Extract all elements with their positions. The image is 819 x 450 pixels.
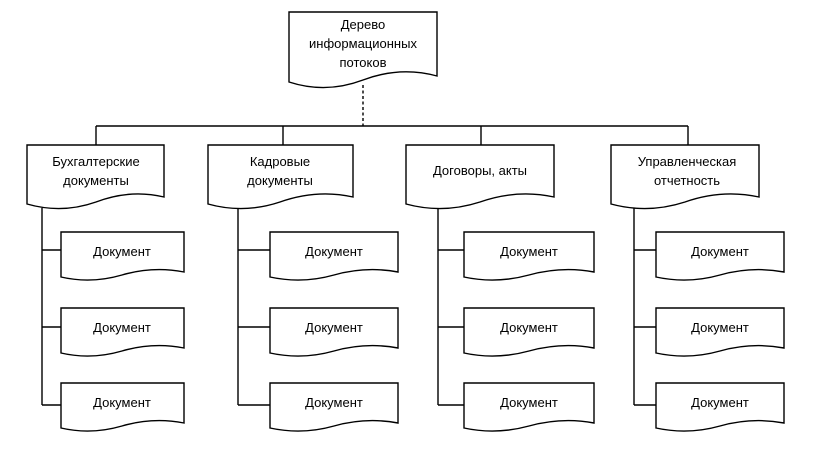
document-node: Документ (60, 382, 185, 432)
document-label: Документ (691, 320, 749, 335)
document-shape (463, 231, 595, 281)
category-1-label-line-1: Бухгалтерские (52, 154, 139, 169)
branch-spine-1 (41, 208, 61, 406)
document-label: Документ (305, 395, 363, 410)
branch-spine-4 (633, 208, 656, 406)
document-label: Документ (305, 320, 363, 335)
document-shape (463, 382, 595, 432)
document-shape (655, 307, 785, 357)
category-shape-2 (207, 144, 354, 210)
root-shape (288, 11, 438, 89)
document-shape (655, 382, 785, 432)
category-1-documents: Документ Документ Документ (60, 231, 185, 432)
document-node: Документ (655, 307, 785, 357)
document-shape (655, 231, 785, 281)
root-label-line-1: Дерево (341, 17, 385, 32)
document-shape (463, 307, 595, 357)
document-node: Документ (269, 231, 399, 281)
category-shape-4 (610, 144, 760, 210)
category-1-label-line-2: документы (63, 173, 129, 188)
document-node: Документ (269, 307, 399, 357)
root-label-line-3: потоков (340, 55, 387, 70)
document-shape (60, 382, 185, 432)
category-2-documents: Документ Документ Документ (269, 231, 399, 432)
document-shape (269, 307, 399, 357)
category-node-1: Бухгалтерские документы (26, 144, 165, 210)
branch-spine-3 (437, 208, 464, 406)
category-node-3: Договоры, акты (405, 144, 555, 210)
document-shape (269, 231, 399, 281)
document-label: Документ (500, 395, 558, 410)
document-node: Документ (60, 307, 185, 357)
document-node: Документ (463, 382, 595, 432)
document-node: Документ (463, 231, 595, 281)
document-shape (60, 231, 185, 281)
document-label: Документ (691, 244, 749, 259)
category-2-label-line-2: документы (247, 173, 313, 188)
category-shape-3 (405, 144, 555, 210)
root-node: Дерево информационных потоков (288, 11, 438, 89)
document-label: Документ (93, 244, 151, 259)
document-label: Документ (691, 395, 749, 410)
category-3-documents: Документ Документ Документ (463, 231, 595, 432)
document-label: Документ (305, 244, 363, 259)
category-4-label-line-2: отчетность (654, 173, 720, 188)
document-node: Документ (655, 231, 785, 281)
document-label: Документ (500, 320, 558, 335)
document-shape (269, 382, 399, 432)
document-label: Документ (93, 320, 151, 335)
category-node-2: Кадровые документы (207, 144, 354, 210)
connectors (41, 85, 689, 406)
document-node: Документ (269, 382, 399, 432)
document-node: Документ (463, 307, 595, 357)
document-label: Документ (93, 395, 151, 410)
category-2-label-line-1: Кадровые (250, 154, 310, 169)
category-4-label-line-1: Управленческая (638, 154, 737, 169)
document-shape (60, 307, 185, 357)
document-node: Документ (655, 382, 785, 432)
category-node-4: Управленческая отчетность (610, 144, 760, 210)
category-4-documents: Документ Документ Документ (655, 231, 785, 432)
category-shape-1 (26, 144, 165, 210)
document-label: Документ (500, 244, 558, 259)
document-node: Документ (60, 231, 185, 281)
category-3-label-line-1: Договоры, акты (433, 163, 527, 178)
root-label-line-2: информационных (309, 36, 417, 51)
branch-spine-2 (237, 208, 270, 406)
